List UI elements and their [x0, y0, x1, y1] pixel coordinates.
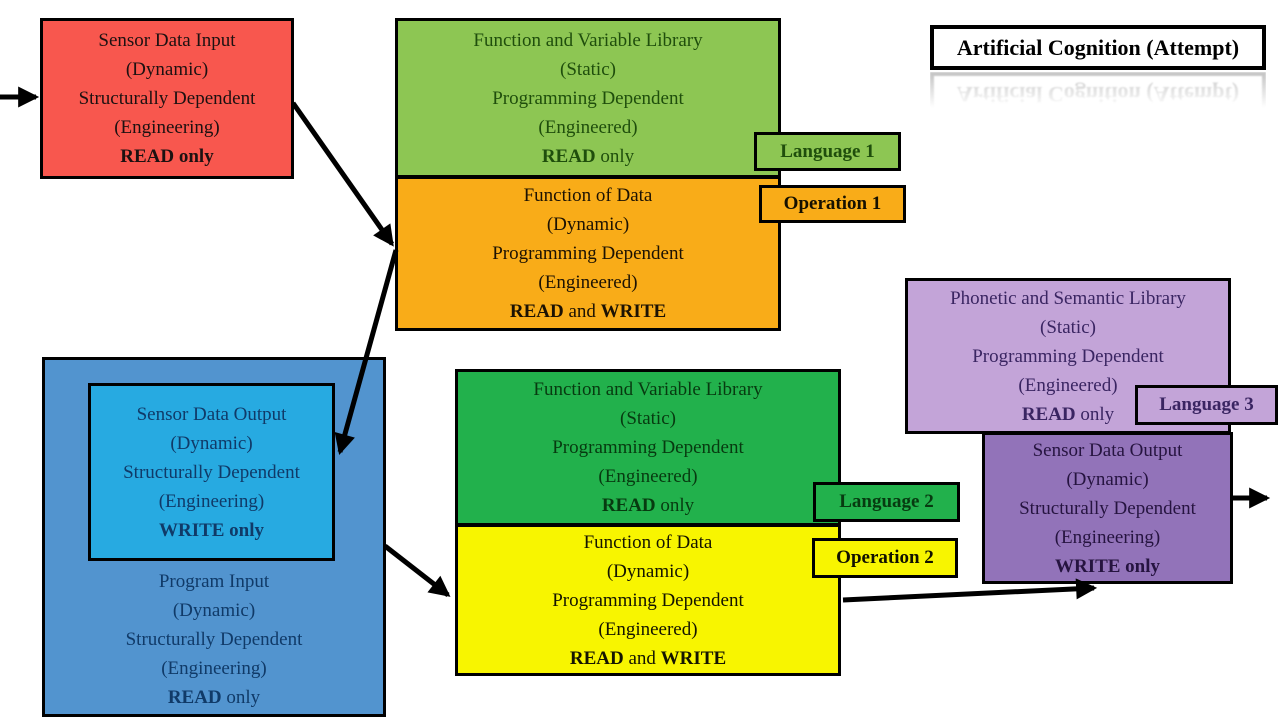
node-line: Phonetic and Semantic Library: [950, 287, 1186, 309]
arrow-blue-container-to-function-of-data-2: [383, 544, 451, 597]
node-line: (Static): [620, 408, 676, 429]
node-line: (Engineered): [1018, 374, 1118, 396]
language-1-label: Language 1: [754, 132, 901, 171]
function-of-data-2-box: Function of Data (Dynamic) Programming D…: [455, 524, 841, 676]
node-line: (Engineered): [598, 618, 698, 640]
node-line: (Dynamic): [170, 432, 253, 454]
node-line: Sensor Data Output: [1032, 439, 1183, 461]
node-line: Function of Data: [523, 185, 653, 206]
function-of-data-1-box: Function of Data (Dynamic) Programming D…: [395, 176, 781, 331]
sensor-data-input-box: Sensor Data Input (Dynamic) Structurally…: [40, 18, 294, 179]
diagram-title-reflection: Artificial Cognition (Attempt): [930, 72, 1266, 117]
node-access-line: READ and WRITE: [509, 301, 667, 322]
node-line: (Dynamic): [546, 214, 630, 235]
node-line: Programming Dependent: [972, 345, 1164, 367]
node-line: (Static): [560, 58, 616, 80]
node-line: (Engineering): [161, 658, 267, 679]
node-line: Function and Variable Library: [473, 29, 703, 51]
node-line: Programming Dependent: [552, 589, 744, 611]
node-line: (Static): [1040, 316, 1096, 338]
node-line: Function and Variable Library: [533, 379, 763, 400]
node-line: (Engineering): [114, 117, 220, 138]
node-access-line: READ only: [1021, 403, 1115, 425]
node-line: (Engineering): [1054, 526, 1161, 548]
node-line: Program Input: [158, 571, 270, 592]
node-line: Function of Data: [583, 531, 713, 553]
diagram-title: Artificial Cognition (Attempt): [930, 25, 1266, 70]
node-access-line: READ only: [601, 495, 695, 516]
language-3-label: Language 3: [1135, 385, 1278, 425]
node-line: (Dynamic): [606, 560, 690, 582]
node-line: Sensor Data Output: [136, 403, 287, 425]
node-line: (Dynamic): [1066, 468, 1149, 490]
node-access-line: READ and WRITE: [569, 647, 727, 669]
arrow-function-of-data-2-to-sensor-output-right: [842, 578, 1098, 603]
node-line: (Dynamic): [172, 600, 256, 621]
node-access-line: READ only: [167, 687, 261, 708]
node-line: Programming Dependent: [492, 243, 684, 264]
program-input-container-box: Sensor Data Output (Dynamic) Structurall…: [42, 357, 386, 717]
sensor-data-output-right-box: Sensor Data Output (Dynamic) Structurall…: [982, 432, 1233, 584]
node-line: (Engineering): [158, 490, 265, 512]
arrow-sensor-input-to-function-of-data-1: [290, 101, 395, 247]
phonetic-semantic-library-box: Phonetic and Semantic Library (Static) P…: [905, 278, 1231, 434]
function-variable-library-2-box: Function and Variable Library (Static) P…: [455, 369, 841, 526]
node-line: (Engineered): [598, 466, 698, 487]
language-2-label: Language 2: [813, 482, 960, 522]
node-line: Programming Dependent: [552, 437, 744, 458]
node-access-line: READ only: [541, 145, 635, 167]
node-line: Sensor Data Input: [98, 30, 236, 51]
node-line: (Engineered): [538, 272, 638, 293]
sensor-data-output-left-box: Sensor Data Output (Dynamic) Structurall…: [88, 383, 335, 561]
node-line: Programming Dependent: [492, 87, 684, 109]
node-access-line: WRITE only: [158, 519, 265, 541]
function-variable-library-1-box: Function and Variable Library (Static) P…: [395, 18, 781, 178]
node-line: (Engineered): [538, 116, 638, 138]
node-line: (Dynamic): [125, 59, 209, 80]
operation-2-label: Operation 2: [812, 538, 958, 578]
node-access-line: READ only: [120, 146, 214, 167]
node-line: Structurally Dependent: [125, 629, 303, 650]
program-input-text: Program Input (Dynamic) Structurally Dep…: [45, 567, 383, 712]
node-line: Structurally Dependent: [1019, 497, 1196, 519]
node-line: Structurally Dependent: [78, 88, 256, 109]
node-access-line: WRITE only: [1054, 555, 1161, 577]
node-line: Structurally Dependent: [123, 461, 300, 483]
operation-1-label: Operation 1: [759, 185, 906, 223]
